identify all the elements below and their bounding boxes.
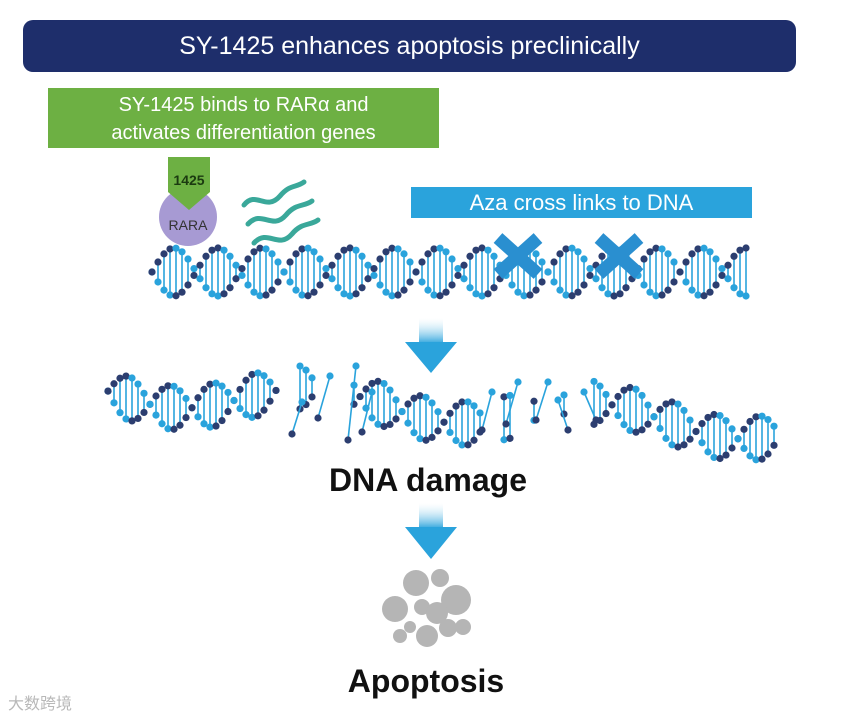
aza-crosslink-mark-1 xyxy=(493,233,543,279)
sy1425-callout-line2: activates differentiation genes xyxy=(111,122,376,144)
sy1425-callout-line1: SY-1425 binds to RARα and xyxy=(118,94,369,116)
apoptosis-label: Apoptosis xyxy=(347,663,505,699)
aza-callout: Aza cross links to DNA xyxy=(411,187,752,218)
sy1425-callout: SY-1425 binds to RARα and activates diff… xyxy=(48,88,439,148)
intact-dna-helix xyxy=(148,244,750,300)
gene-activation-waves xyxy=(241,179,321,246)
watermark-text: 大数跨境 xyxy=(8,696,73,713)
aza-callout-text: Aza cross links to DNA xyxy=(469,190,694,215)
rara-receptor: RARA xyxy=(159,188,217,246)
watermark-logo: 大数跨境 xyxy=(8,690,72,714)
down-arrow-1 xyxy=(405,318,457,373)
dna-damage-label: DNA damage xyxy=(329,462,527,498)
damaged-dna-helix xyxy=(104,362,778,464)
rara-circle xyxy=(159,188,217,246)
dna-break-fragments xyxy=(288,362,600,444)
title-banner: SY-1425 enhances apoptosis preclinically xyxy=(23,20,796,72)
drug-tag-label: 1425 xyxy=(173,172,204,188)
page-title: SY-1425 enhances apoptosis preclinically xyxy=(179,32,640,60)
apoptotic-bodies-icon xyxy=(382,569,471,647)
aza-crosslink-mark-2 xyxy=(594,233,644,279)
rara-label: RARA xyxy=(169,217,209,233)
down-arrow-2 xyxy=(405,503,457,559)
sy1425-drug-tag: 1425 xyxy=(168,157,210,210)
